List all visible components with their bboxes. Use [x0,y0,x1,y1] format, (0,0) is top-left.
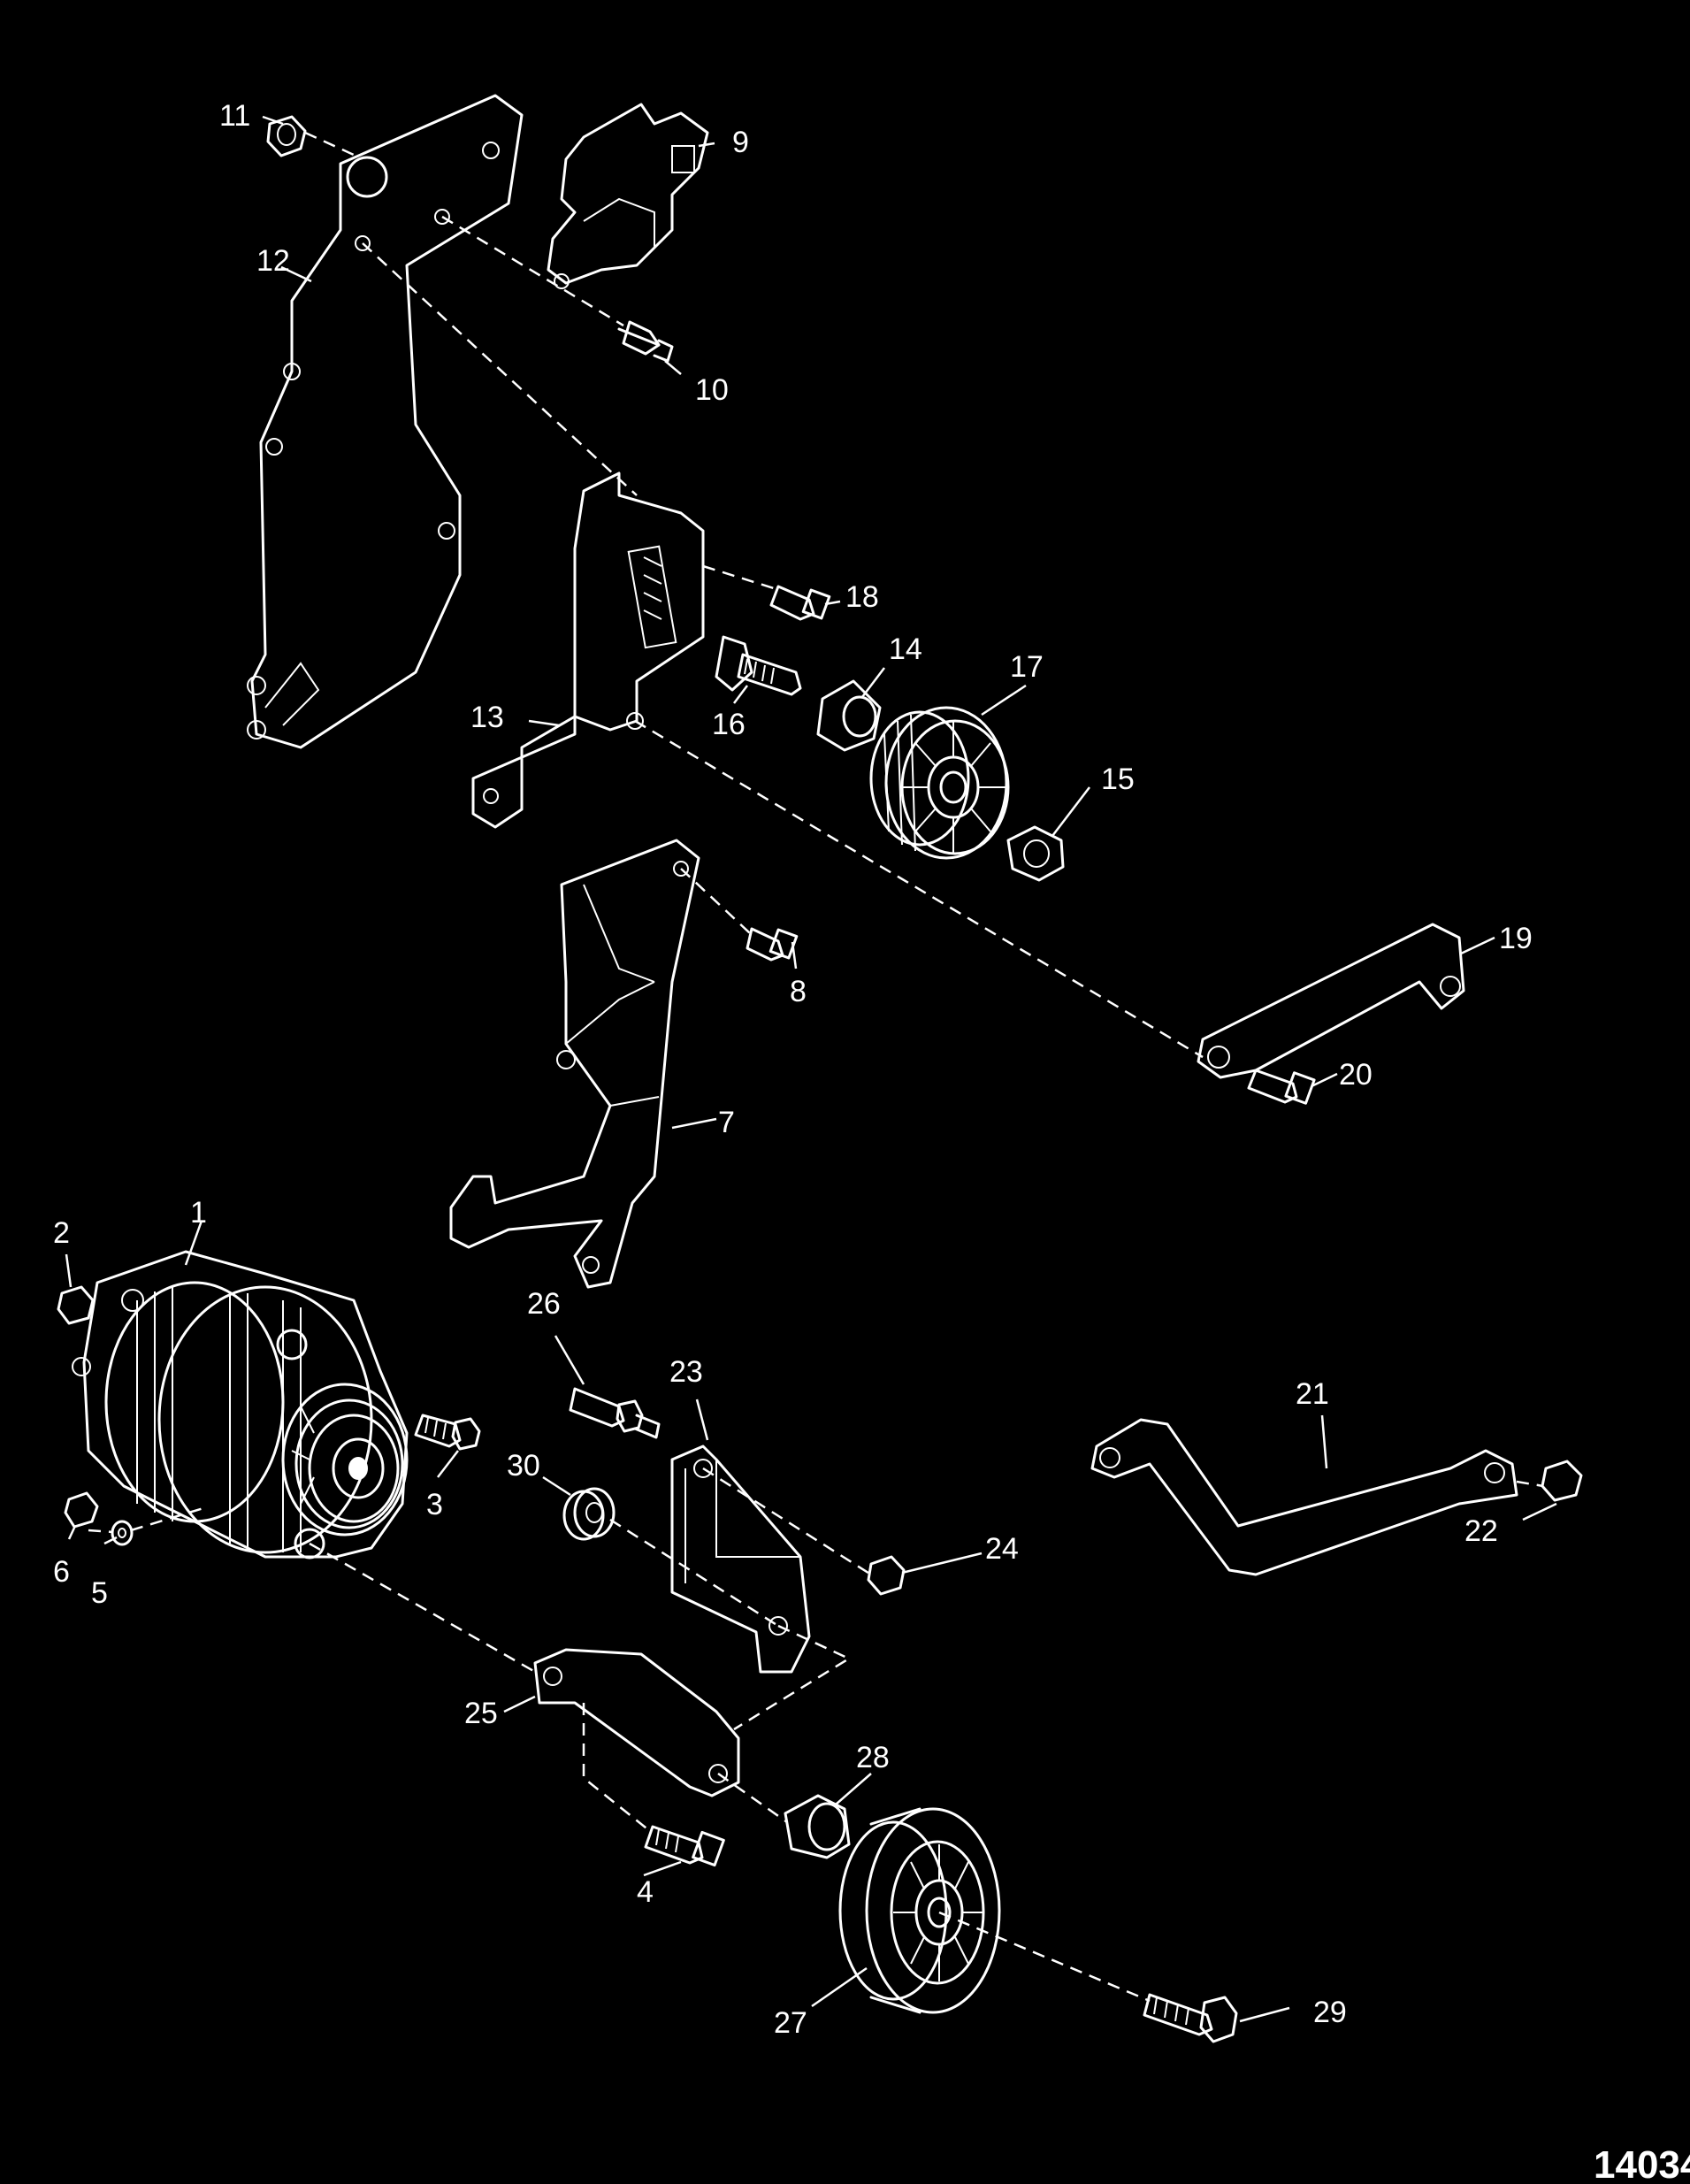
figure-number: 14034 [1594,2143,1690,2184]
callout-15: 15 [1101,762,1135,796]
leader-lines [65,115,1557,2023]
callout-30: 30 [507,1449,540,1483]
part-17-pulley [869,706,1010,860]
part-21-long-link [1090,1418,1518,1576]
part-9-sensor-bracket [547,103,709,289]
callout-20: 20 [1339,1058,1373,1092]
part-23-bracket [670,1445,811,1674]
callout-8: 8 [790,975,807,1008]
part-30-spacer [562,1487,616,1541]
part-12-mounting-bracket [247,94,524,749]
part-7-bracket [449,839,700,1289]
part-2-nut [57,1285,95,1325]
callout-3: 3 [426,1488,443,1521]
callout-1: 1 [190,1196,207,1230]
callout-10: 10 [695,373,729,407]
part-6-nut [64,1491,99,1529]
callout-26: 26 [527,1287,561,1321]
callout-21: 21 [1296,1377,1329,1411]
part-27-idler-pulley [838,1807,1001,2014]
part-1-alternator [72,1250,409,1559]
part-24-nut [867,1555,906,1596]
callout-16: 16 [712,708,746,741]
callout-13: 13 [470,701,504,734]
part-18-bolt [769,585,831,621]
callout-23: 23 [669,1355,703,1389]
part-8-bolt [746,927,799,962]
part-29-bolt [1143,1993,1238,2043]
part-13-tensioner-bracket [471,471,705,829]
callout-4: 4 [637,1875,654,1909]
callout-6: 6 [53,1555,70,1589]
part-4-bolt [644,1825,725,1867]
part-25-adjusting-plate [533,1648,740,1797]
callout-24: 24 [985,1532,1019,1566]
part-19-adjusting-link [1197,923,1465,1079]
part-28-spacer [784,1794,851,1859]
callout-14: 14 [889,632,922,666]
part-26-stud [569,1387,661,1439]
callout-18: 18 [845,580,879,614]
callout-29: 29 [1313,1996,1347,2029]
callout-labels: 11 9 12 10 18 14 17 13 16 15 19 8 20 7 1… [53,99,1533,2040]
part-11-nut [266,115,307,157]
part-5-washer [111,1520,134,1546]
callout-5: 5 [91,1576,108,1610]
part-3-bolt [414,1414,481,1451]
callout-22: 22 [1464,1514,1498,1548]
part-15-flange-nut [1006,825,1065,882]
part-22-nut [1541,1460,1583,1502]
callout-9: 9 [732,126,749,159]
callout-7: 7 [718,1106,735,1139]
callout-28: 28 [856,1741,890,1774]
callout-17: 17 [1010,650,1044,684]
part-16-stud [715,635,802,696]
part-14-spacer [816,679,882,752]
part-10-bolt [617,320,674,363]
callout-25: 25 [464,1697,498,1730]
assembly-centerlines [88,131,1544,2003]
part-20-bolt [1247,1069,1316,1105]
callout-12: 12 [256,244,290,278]
callout-11: 11 [219,99,250,133]
callout-19: 19 [1499,922,1533,955]
callout-27: 27 [774,2006,807,2040]
callout-2: 2 [53,1216,70,1250]
